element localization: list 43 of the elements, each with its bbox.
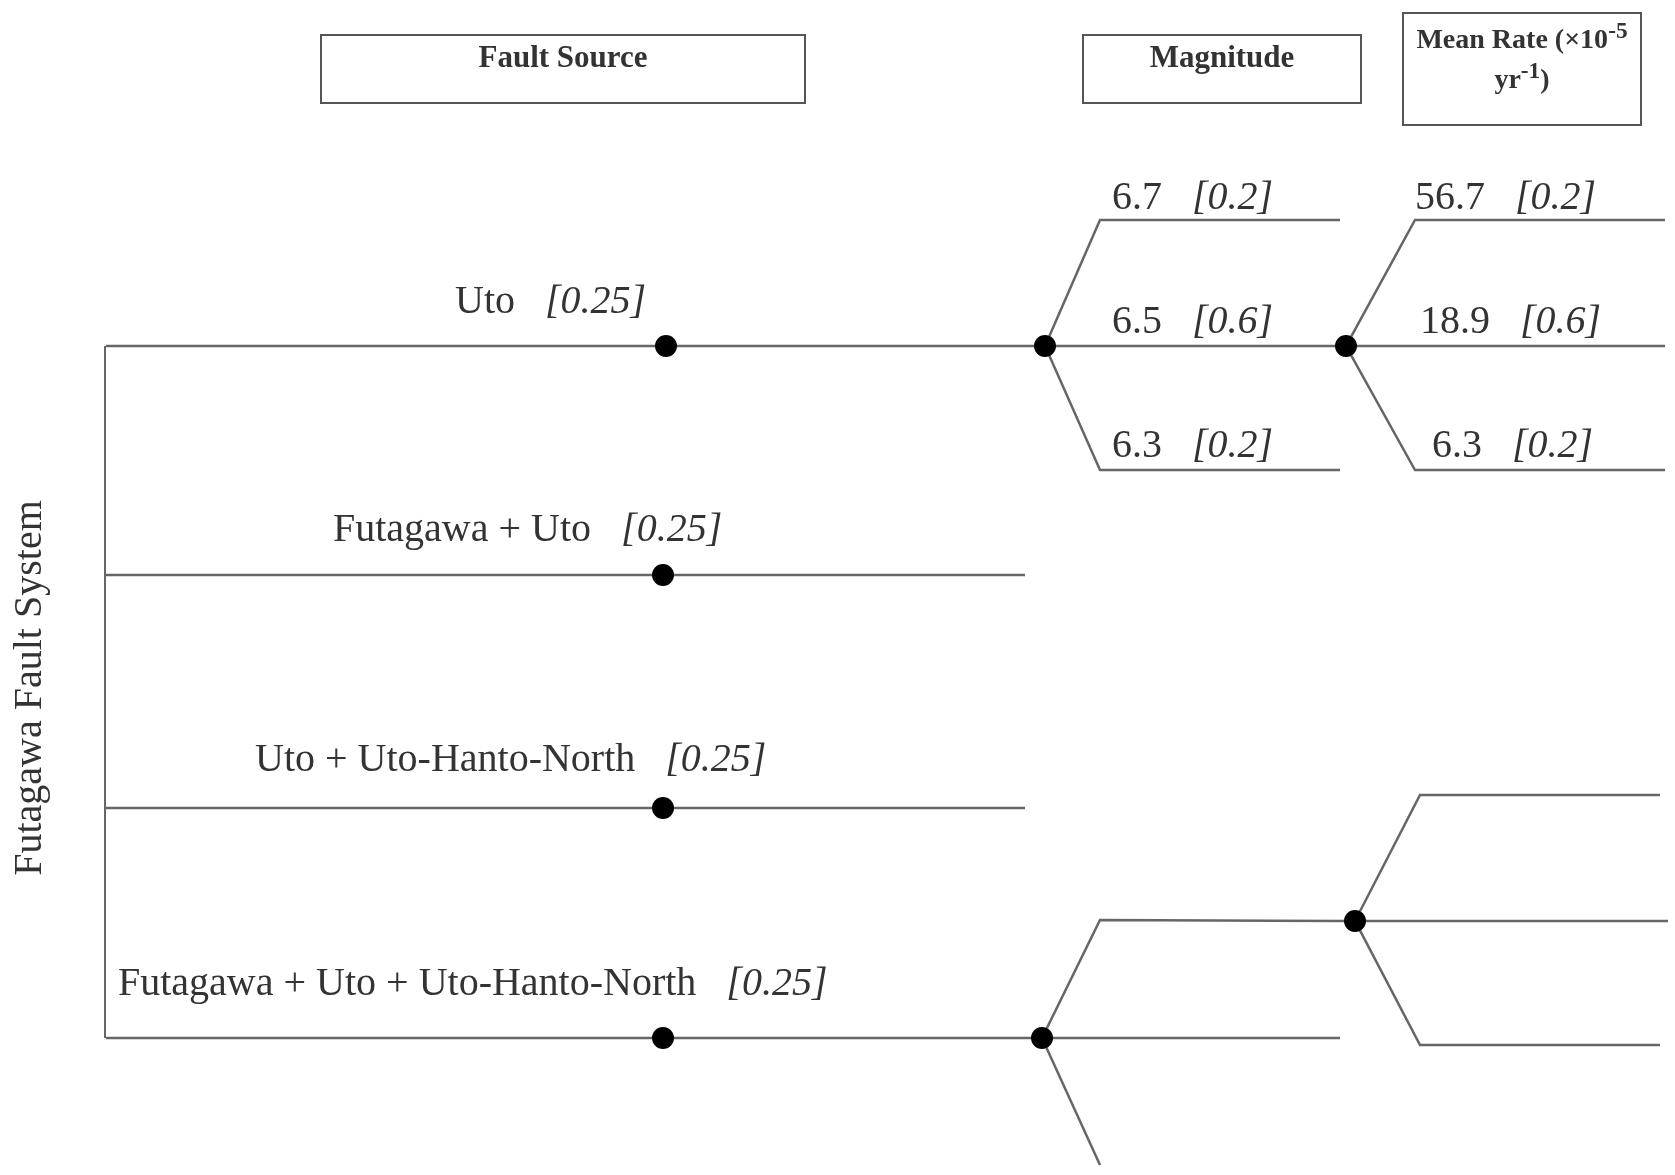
branch-line [106, 344, 655, 348]
chance-node-dot [652, 564, 674, 586]
column-header: Mean Rate (×10$^{-5}$ yr$^{-1}$) [1402, 12, 1642, 126]
branch-line [1056, 344, 1335, 348]
branch-line [674, 806, 1025, 810]
edge-label: Uto + Uto-Hanto-North [0.25] [255, 738, 767, 778]
edge-label: 56.7 [0.2] [1415, 176, 1597, 216]
branch-line [1366, 919, 1668, 923]
branch-line [106, 1036, 652, 1040]
branch-line [1350, 355, 1665, 472]
tree-root-bracket [15, 346, 106, 1038]
edge-label: Futagawa + Uto [0.25] [333, 508, 723, 548]
chance-node-dot [1031, 1027, 1053, 1049]
root-label: Futagawa Fault System [7, 500, 48, 876]
edge-label: Futagawa + Uto + Uto-Hanto-North [0.25] [118, 962, 828, 1002]
branch-line [677, 344, 1034, 348]
edge-label: 18.9 [0.6] [1420, 300, 1602, 340]
branch-line [674, 1036, 1031, 1040]
edge-label: Uto [0.25] [455, 280, 647, 320]
branch-line [1048, 355, 1340, 472]
branch-line [1358, 793, 1660, 912]
branch-line [1045, 1047, 1102, 1166]
chance-node-dot [652, 797, 674, 819]
branch-line [1048, 218, 1340, 337]
column-header: Magnitude [1082, 34, 1362, 104]
chance-node-dot [652, 1027, 674, 1049]
branch-line [106, 806, 652, 810]
edge-label: 6.7 [0.2] [1112, 176, 1274, 216]
chance-node-dot [655, 335, 677, 357]
branch-line [106, 573, 652, 577]
edge-label: 6.5 [0.6] [1112, 300, 1274, 340]
branch-line [1053, 1036, 1340, 1040]
chance-node-dot [1335, 335, 1357, 357]
chance-node-dot [1034, 335, 1056, 357]
branch-line [1357, 344, 1665, 348]
chance-node-dot [1344, 910, 1366, 932]
edge-label: 6.3 [0.2] [1432, 424, 1594, 464]
branch-line [1359, 930, 1660, 1047]
branch-line [674, 573, 1025, 577]
branch-line [1045, 918, 1344, 1029]
edge-label: 6.3 [0.2] [1112, 424, 1274, 464]
column-header: Fault Source [320, 34, 806, 104]
branch-line [1350, 218, 1665, 337]
